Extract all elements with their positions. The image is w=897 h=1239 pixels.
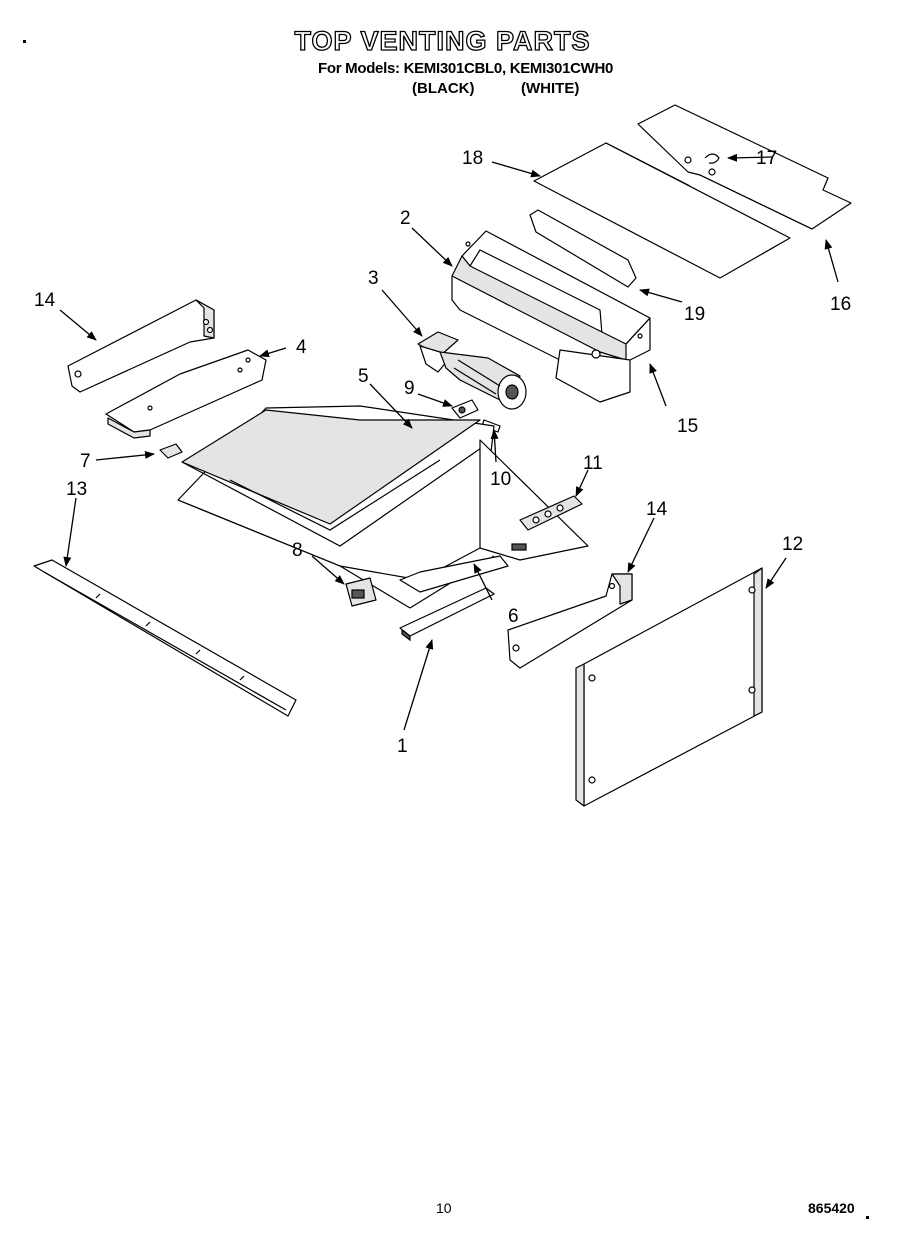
part-17-clip [704, 153, 720, 164]
callout-19: 19 [684, 304, 705, 325]
part-13-front-trim [33, 559, 297, 717]
callout-4: 4 [296, 337, 307, 358]
part-19-gasket [529, 209, 637, 288]
part-3-blower-motor [417, 331, 527, 410]
page-number: 10 [436, 1200, 452, 1216]
part-12-side-panel [575, 567, 763, 807]
document-code: 865420 [808, 1200, 855, 1216]
part-4-baffle-plate [105, 349, 267, 439]
part-2-vent-duct [451, 230, 651, 403]
callout-12: 12 [782, 534, 803, 555]
callout-16: 16 [830, 294, 851, 315]
scan-speck [866, 1216, 869, 1219]
leader-lines [59, 153, 839, 731]
callout-6: 6 [508, 606, 519, 627]
part-9-mount [451, 399, 479, 419]
callout-18: 18 [462, 148, 483, 169]
callout-13: 13 [66, 479, 87, 500]
callout-15: 15 [677, 416, 698, 437]
callout-11: 11 [583, 453, 603, 474]
part-11-terminal-block [519, 495, 583, 531]
callout-7: 7 [80, 451, 91, 472]
variant-white: (WHITE) [521, 80, 580, 97]
callout-3: 3 [368, 268, 379, 289]
callout-10: 10 [490, 469, 511, 490]
part-8-latch [345, 577, 377, 607]
callout-8: 8 [292, 540, 303, 561]
callout-1: 1 [397, 736, 408, 757]
models-line: For Models: KEMI301CBL0, KEMI301CWH0 [318, 60, 614, 77]
part-1-front-rail [399, 587, 495, 642]
callout-17: 17 [756, 148, 777, 169]
part-16-top-panel-rear [637, 104, 852, 230]
page-title: TOP VENTING PARTS [294, 25, 591, 56]
scan-speck [23, 40, 26, 43]
callout-14-left: 14 [34, 290, 56, 311]
callout-9: 9 [404, 378, 415, 399]
part-14-side-bracket-left [67, 299, 215, 393]
callout-2: 2 [400, 208, 411, 229]
part-14-side-bracket-right [507, 573, 633, 669]
part-18-top-panel-front [533, 142, 791, 279]
part-6-venting-tray [177, 405, 589, 609]
callout-14-right: 14 [646, 499, 668, 520]
part-7-clip [159, 443, 183, 459]
variant-black: (BLACK) [412, 80, 475, 97]
callout-labels: 1 2 3 4 5 6 7 8 9 10 11 12 13 14 14 15 1… [34, 148, 851, 757]
callout-5: 5 [358, 366, 369, 387]
